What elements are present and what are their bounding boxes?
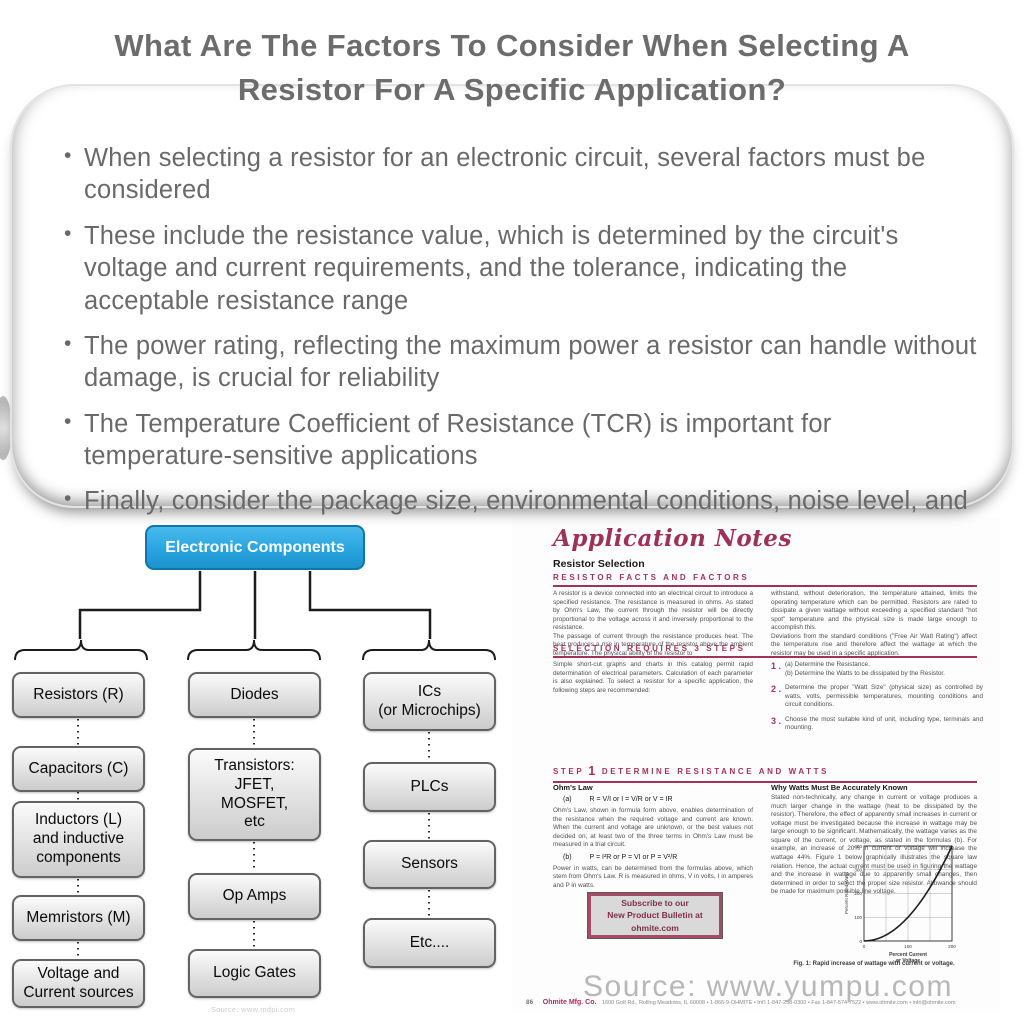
formula-b: (b) P = I²R or P = VI or P = V²/R (563, 854, 753, 861)
ytick-label: 100 (854, 915, 862, 920)
step-heading-rest: DETERMINE RESISTANCE AND WATTS (601, 767, 830, 776)
diagram-node-opamps: Op Amps (188, 873, 321, 920)
doc-ohms-law-column: Ohm's Law (a) R = V/I or I = V/R or V = … (553, 783, 753, 891)
diagram-node-ics: ICs (or Microchips) (363, 672, 496, 731)
doc-step: 3 . Choose the most suitable kind of uni… (771, 716, 983, 733)
ytick-label: 200 (854, 891, 862, 896)
application-notes-page: Application Notes Resistor Selection RES… (512, 517, 1000, 1013)
bullet-item: The Temperature Coefficient of Resistanc… (58, 408, 978, 473)
x-axis-label-line1: Percent Current (889, 952, 927, 958)
xtick-label: 100 (904, 944, 912, 949)
card-tail-shape (0, 396, 12, 460)
ytick-label: 300 (854, 868, 862, 873)
xtick-label: 0 (863, 944, 866, 949)
step-number: 1 . (771, 661, 782, 671)
subscribe-banner: Subscribe to our New Product Bulletin at… (588, 893, 722, 938)
diagram-node-inductors: Inductors (L) and inductive components (12, 801, 145, 878)
diagram-node-logic-gates: Logic Gates (188, 949, 321, 998)
diagram-node-sensors: Sensors (363, 840, 496, 889)
step-text: Determine the proper "Watt Size" (physic… (785, 684, 983, 709)
doc-step: 2 . Determine the proper "Watt Size" (ph… (771, 684, 983, 710)
bullet-item: Finally, consider the package size, envi… (58, 485, 978, 517)
y-axis-label: Percent Rated Watts (844, 871, 849, 914)
diagram-node-plcs: PLCs (363, 762, 496, 812)
step-heading-number: 1 (588, 764, 598, 778)
doc-title: Application Notes (553, 525, 792, 552)
company-address: 1600 Golf Rd., Rolling Meadows, IL 60008… (601, 1000, 956, 1006)
page-title-line1: What Are The Factors To Consider When Se… (114, 28, 910, 63)
diagram-node-transistors: Transistors: JFET, MOSFET, etc (188, 748, 321, 841)
diagram-root-node: Electronic Components (145, 525, 365, 570)
x-axis-label-line2: or Voltage (896, 958, 920, 964)
ytick-label: 400 (854, 844, 862, 849)
tree-connector-lines (14, 571, 496, 958)
watts-heading: Why Watts Must Be Accurately Known (771, 783, 908, 792)
step-number: 3 . (771, 715, 782, 726)
bottom-panels: Electronic Components Resistors (R) Capa… (0, 517, 1024, 1024)
diagram-node-memristors: Memristors (M) (12, 895, 145, 941)
diagram-node-etc: Etc.... (363, 918, 496, 968)
diagram-source-credit: Source: www.mdpi.com (210, 1005, 296, 1014)
doc-section1-right: withstand, without deterioration, the te… (771, 590, 977, 658)
bullet-item: The power rating, reflecting the maximum… (58, 330, 978, 395)
bullet-list: When selecting a resistor for an electro… (58, 142, 978, 517)
source-watermark: Source: www.yumpu.com (583, 970, 953, 1003)
step-text: (a) Determine the Resistance. (b) Determ… (785, 661, 945, 677)
xtick-label: 200 (948, 944, 956, 949)
diagram-node-diodes: Diodes (188, 672, 321, 718)
formula-a: (a) R = V/I or I = V/R or V = IR (563, 796, 753, 803)
doc-watts-column: Why Watts Must Be Accurately Known State… (771, 783, 977, 897)
doc-subtitle: Resistor Selection (553, 558, 645, 570)
step-number: 2 . (771, 684, 782, 695)
page-title: What Are The Factors To Consider When Se… (0, 24, 1024, 112)
ohms-law-heading: Ohm's Law (553, 783, 593, 792)
doc-footer: 86 Ohmite Mfg. Co. 1600 Golf Rd., Rollin… (526, 999, 998, 1006)
watts-paragraph: Stated non-technically, any change in cu… (771, 794, 977, 896)
ohms-law-paragraph: Ohm's Law, shown in formula form above, … (553, 807, 753, 849)
electronic-components-diagram: Electronic Components Resistors (R) Capa… (0, 517, 512, 1024)
diagram-node-resistors: Resistors (R) (12, 672, 145, 718)
doc-section2-heading: SELECTION REQUIRES 3 STEPS (553, 644, 977, 658)
step-heading-word: STEP (553, 767, 585, 776)
fig1-caption: Fig. 1: Rapid increase of wattage with c… (793, 961, 955, 967)
formula-b-body: P = I²R or P = VI or P = V²/R (589, 853, 678, 861)
diagram-node-capacitors: Capacitors (C) (12, 746, 145, 792)
bullet-item: When selecting a resistor for an electro… (58, 142, 978, 207)
doc-section1-left: A resistor is a device connected into an… (553, 590, 753, 658)
ytick-label: 0 (859, 939, 862, 944)
page-number: 86 (526, 999, 534, 1006)
doc-section2-intro: Simple short-cut graphs and charts in th… (553, 661, 753, 694)
summary-card-text: When selecting a resistor for an electro… (10, 84, 1014, 517)
diagram-node-sources: Voltage and Current sources (12, 959, 145, 1008)
doc-section2-steps: 1 . (a) Determine the Resistance. (b) De… (771, 661, 983, 739)
page-title-line2: Resistor For A Specific Application? (237, 72, 787, 108)
fig1-square-law-chart: 400 300 200 100 0 0 100 200 Percent Rate… (844, 844, 956, 964)
bullet-item: These include the resistance value, whic… (58, 220, 978, 317)
doc-section1-heading: RESISTOR FACTS AND FACTORS (553, 573, 977, 587)
formula-a-label: (a) (563, 796, 572, 803)
step-text: Choose the most suitable kind of unit, i… (785, 715, 983, 732)
formula-a-body: R = V/I or I = V/R or V = IR (589, 796, 673, 803)
power-paragraph: Power in watts, can be determined from t… (553, 864, 753, 890)
formula-b-label: (b) (563, 853, 572, 861)
doc-step: 1 . (a) Determine the Resistance. (b) De… (771, 661, 983, 678)
company-name: Ohmite Mfg. Co. (542, 999, 597, 1006)
